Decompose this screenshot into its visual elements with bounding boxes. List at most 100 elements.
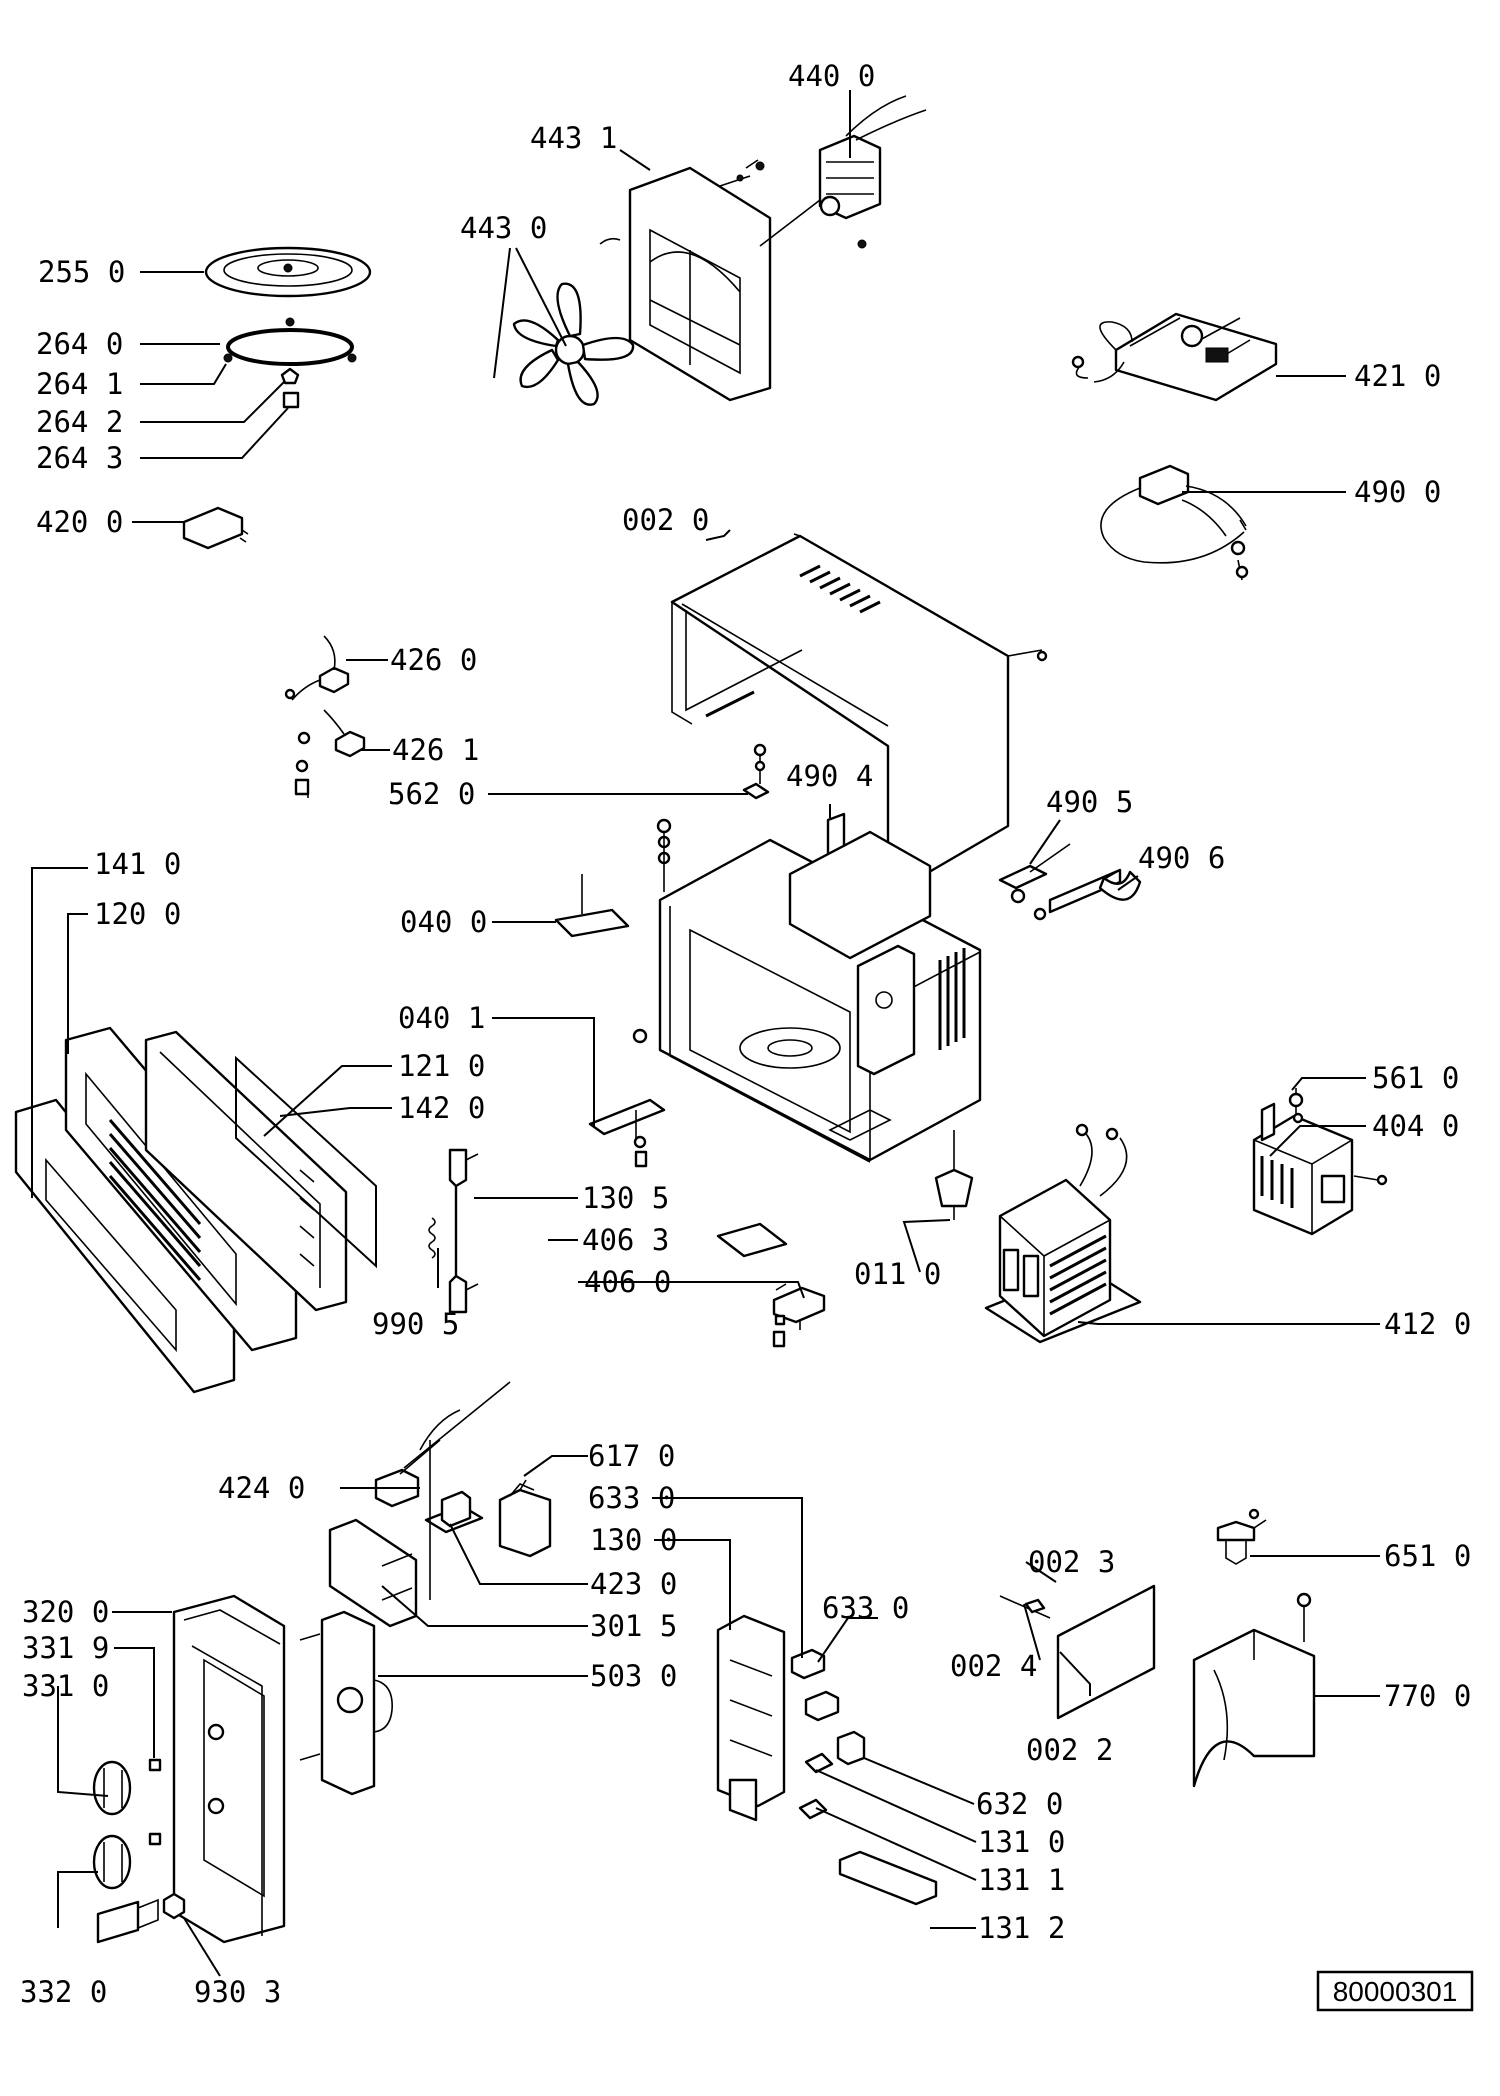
label-301-5: 301 5	[590, 1609, 677, 1643]
thermal-cutout-426-0	[284, 635, 350, 701]
label-130-0: 130 0	[590, 1523, 677, 1557]
cooling-fan-blade	[512, 282, 635, 406]
knob-lower	[92, 1832, 162, 1890]
label-121-0: 121 0	[398, 1049, 485, 1083]
label-424-0: 424 0	[218, 1471, 305, 1505]
label-002-3: 002 3	[1028, 1545, 1115, 1579]
door-screen	[235, 1055, 377, 1269]
oven-lamp	[1216, 1508, 1267, 1565]
waveguide-cover	[999, 1584, 1156, 1720]
magnetron	[1252, 1088, 1388, 1236]
label-426-1: 426 1	[392, 733, 479, 767]
label-420-0: 420 0	[36, 505, 123, 539]
label-331-0: 331 0	[22, 1669, 109, 1703]
door-panel	[64, 1026, 298, 1352]
transformer-617	[498, 1479, 552, 1558]
label-426-0: 426 0	[390, 643, 477, 677]
label-011-0: 011 0	[854, 1257, 941, 1291]
lever-131-0	[804, 1752, 834, 1774]
label-412-0: 412 0	[1384, 1307, 1471, 1341]
label-651-0: 651 0	[1384, 1539, 1471, 1573]
label-443-1: 443 1	[530, 121, 617, 155]
oven-cavity	[632, 830, 982, 1163]
label-141-0: 141 0	[94, 847, 181, 881]
label-264-2: 264 2	[36, 405, 123, 439]
microswitch-633-lower	[804, 1690, 840, 1722]
wire-bracket	[328, 1381, 511, 1628]
bracket-040-1	[588, 1098, 666, 1168]
knob-upper	[92, 1758, 162, 1816]
bracket-490-5	[998, 843, 1071, 904]
label-002-2: 002 2	[1026, 1733, 1113, 1767]
label-633-0-lower: 633 0	[822, 1591, 909, 1625]
bracket-490-6	[1033, 868, 1142, 921]
timer-assembly	[299, 1610, 393, 1796]
label-406-3: 406 3	[582, 1223, 669, 1257]
label-443-0: 443 0	[460, 211, 547, 245]
capacitor	[182, 506, 249, 550]
fan-motor	[719, 95, 927, 249]
label-990-5: 990 5	[372, 1307, 459, 1341]
label-490-0: 490 0	[1354, 475, 1441, 509]
latch-spring	[428, 1217, 436, 1259]
power-cord-assembly	[1100, 464, 1249, 581]
fan-housing	[599, 166, 772, 402]
part-labels: 440 0 443 1 443 0 255 0 264 0 264 1 264 …	[20, 59, 1471, 2009]
relay-423	[424, 1490, 484, 1534]
label-264-1: 264 1	[36, 367, 123, 401]
bracket-562	[742, 743, 770, 800]
switch-bar-131-2	[838, 1850, 938, 1906]
label-490-6: 490 6	[1138, 841, 1225, 875]
reference-number: 80000301	[1333, 1976, 1458, 2007]
label-440-0: 440 0	[788, 59, 875, 93]
label-120-0: 120 0	[94, 897, 181, 931]
latch-assembly	[716, 1614, 786, 1822]
label-040-1: 040 1	[398, 1001, 485, 1035]
latch-hook	[448, 1148, 479, 1314]
label-142-0: 142 0	[398, 1091, 485, 1125]
label-421-0: 421 0	[1354, 359, 1441, 393]
label-490-4: 490 4	[786, 759, 873, 793]
leader-lines	[31, 90, 1380, 1977]
label-131-2: 131 2	[978, 1911, 1065, 1945]
plate-406-3	[716, 1222, 788, 1258]
label-131-0: 131 0	[978, 1825, 1065, 1859]
motor-406-0	[772, 1283, 826, 1348]
label-404-0: 404 0	[1372, 1109, 1459, 1143]
door-button	[96, 1898, 159, 1944]
label-002-0: 002 0	[622, 503, 709, 537]
roller-ring	[223, 317, 357, 409]
label-561-0: 561 0	[1372, 1061, 1459, 1095]
label-130-5: 130 5	[582, 1181, 669, 1215]
door-choke	[144, 1030, 348, 1312]
thermal-cutout-426-1	[294, 709, 366, 798]
drawing-reference: 80000301	[1316, 1970, 1474, 2012]
label-490-5: 490 5	[1046, 785, 1133, 819]
label-770-0: 770 0	[1384, 1679, 1471, 1713]
bracket-040-0	[554, 874, 630, 938]
switch-424	[374, 1409, 461, 1508]
label-633-0-upper: 633 0	[588, 1481, 675, 1515]
fuse-holder	[934, 1130, 974, 1220]
high-voltage-transformer	[984, 1123, 1142, 1344]
control-panel-frame	[172, 1594, 286, 1944]
label-264-0: 264 0	[36, 327, 123, 361]
label-632-0: 632 0	[976, 1787, 1063, 1821]
air-duct	[1192, 1592, 1316, 1788]
label-503-0: 503 0	[590, 1659, 677, 1693]
label-930-3: 930 3	[194, 1975, 281, 2009]
outer-cabinet	[670, 533, 1048, 898]
label-264-3: 264 3	[36, 441, 123, 475]
label-331-9: 331 9	[22, 1631, 109, 1665]
microswitch-632	[836, 1730, 866, 1766]
label-617-0: 617 0	[588, 1439, 675, 1473]
screw-stack	[656, 818, 672, 892]
label-423-0: 423 0	[590, 1567, 677, 1601]
label-332-0: 332 0	[20, 1975, 107, 2009]
label-320-0: 320 0	[22, 1595, 109, 1629]
lever-131-1	[798, 1798, 828, 1820]
label-131-1: 131 1	[978, 1863, 1065, 1897]
door-frame-outer	[14, 1098, 236, 1394]
label-040-0: 040 0	[400, 905, 487, 939]
